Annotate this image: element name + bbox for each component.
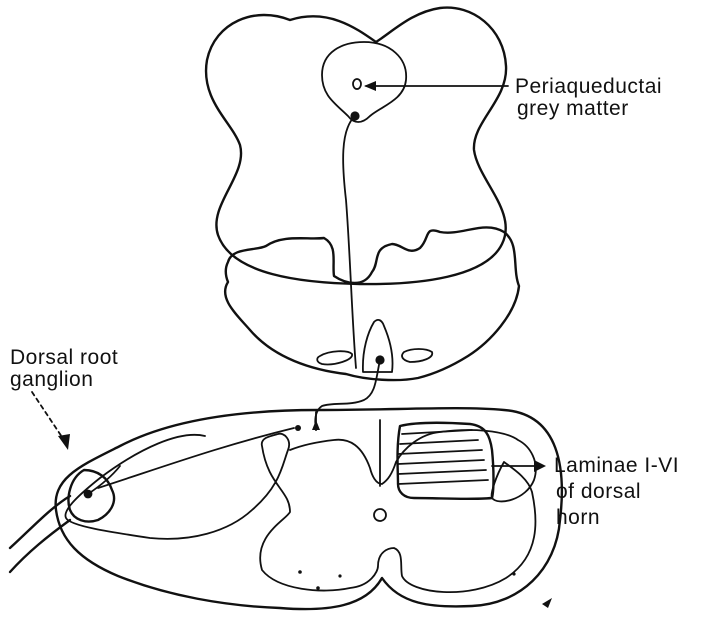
spinal-cord-outline (56, 408, 562, 609)
laminae-label-line3: horn (556, 506, 600, 529)
grey-matter-outline (65, 430, 535, 592)
medulla-outline (225, 227, 519, 380)
pag-arrowhead (364, 81, 376, 91)
drg-speck-1 (298, 570, 302, 574)
dorsal-root-ganglion (10, 392, 120, 572)
cerebral-aqueduct (353, 79, 361, 89)
pag-label-line2: grey matter (517, 97, 629, 120)
raphe-magnus-region (363, 320, 393, 372)
laminae-arrowhead (534, 460, 546, 472)
pag-descending-axon (343, 116, 356, 368)
spinal-nerve-upper (10, 496, 70, 548)
midbrain-outline (206, 8, 506, 285)
stray-mark (542, 598, 552, 608)
medulla-left-nucleus (317, 351, 352, 364)
drg-label-line2: ganglion (10, 368, 93, 391)
drg-arrowhead (58, 434, 70, 450)
drg-pointer-line (32, 392, 64, 440)
laminae-stripes (398, 430, 488, 484)
laminae-label-line1: Laminae I-VI (554, 454, 679, 477)
medulla-section (225, 227, 519, 430)
drg-speck-4 (512, 572, 515, 575)
drg-label-line1: Dorsal root (10, 346, 118, 369)
spinal-cord-section (56, 408, 562, 609)
spinal-nerve-lower (10, 520, 70, 572)
axon-terminal-left (295, 425, 301, 431)
laminae-label-line2: of dorsal (556, 480, 641, 503)
central-canal (374, 509, 386, 521)
pag-label-line1: Periaqueductai (515, 75, 662, 98)
medulla-right-nucleus (402, 349, 432, 362)
midbrain-section (206, 8, 508, 368)
drg-speck-3 (338, 574, 341, 577)
periaqueductal-region-outline (322, 42, 406, 122)
drg-speck-2 (316, 586, 320, 590)
